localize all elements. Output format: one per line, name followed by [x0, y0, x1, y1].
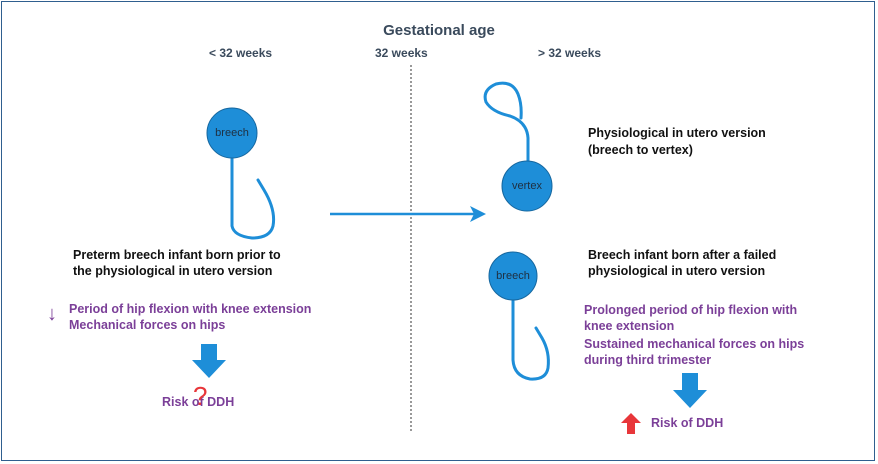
right-breech-limb: [513, 299, 548, 379]
right-top-description-line2: (breech to vertex): [588, 143, 693, 158]
vertex-limb: [485, 83, 528, 162]
timeline-before-label: < 32 weeks: [209, 46, 272, 60]
right-factor-line1: Prolonged period of hip flexion with: [584, 303, 797, 318]
right-bottom-description-line2: physiological in utero version: [588, 264, 765, 279]
left-breech-limb: [232, 158, 274, 238]
left-factor-line2: Mechanical forces on hips: [69, 318, 225, 333]
right-factor-line2: knee extension: [584, 319, 674, 334]
timeline-after-label: > 32 weeks: [538, 46, 601, 60]
right-factor-line4: during third trimester: [584, 353, 711, 368]
decrease-arrow-icon: ↓: [47, 303, 57, 326]
right-breech-label: breech: [485, 270, 541, 282]
right-top-description-line1: Physiological in utero version: [588, 126, 766, 141]
left-down-arrow: [192, 344, 226, 378]
left-description-line1: Preterm breech infant born prior to: [73, 248, 281, 263]
right-down-arrow: [673, 373, 707, 408]
left-factor-line1: Period of hip flexion with knee extensio…: [69, 302, 311, 317]
page-title: Gestational age: [0, 22, 878, 40]
right-bottom-description-line1: Breech infant born after a failed: [588, 248, 776, 263]
left-breech-label: breech: [204, 127, 260, 139]
uncertain-risk-icon: ?: [193, 381, 207, 412]
risk-increase-arrow-icon: [621, 413, 641, 434]
timeline-at-label: 32 weeks: [375, 46, 428, 60]
vertex-label: vertex: [499, 180, 555, 192]
right-risk-label: Risk of DDH: [651, 416, 723, 431]
right-factor-line3: Sustained mechanical forces on hips: [584, 337, 804, 352]
left-description-line2: the physiological in utero version: [73, 264, 272, 279]
